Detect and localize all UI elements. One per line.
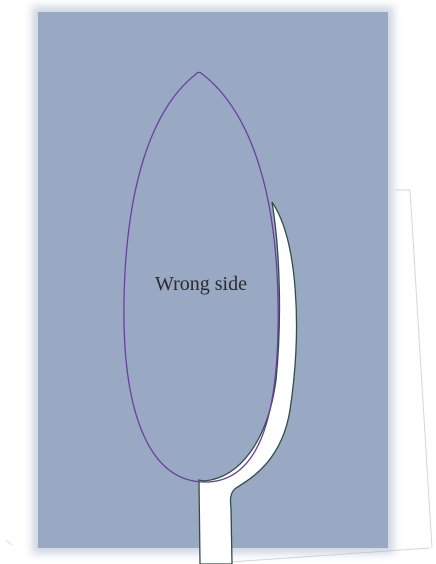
paper-edge-right (396, 190, 432, 548)
paper-edge-left (6, 540, 12, 545)
wrong-side-label: Wrong side (155, 273, 247, 295)
